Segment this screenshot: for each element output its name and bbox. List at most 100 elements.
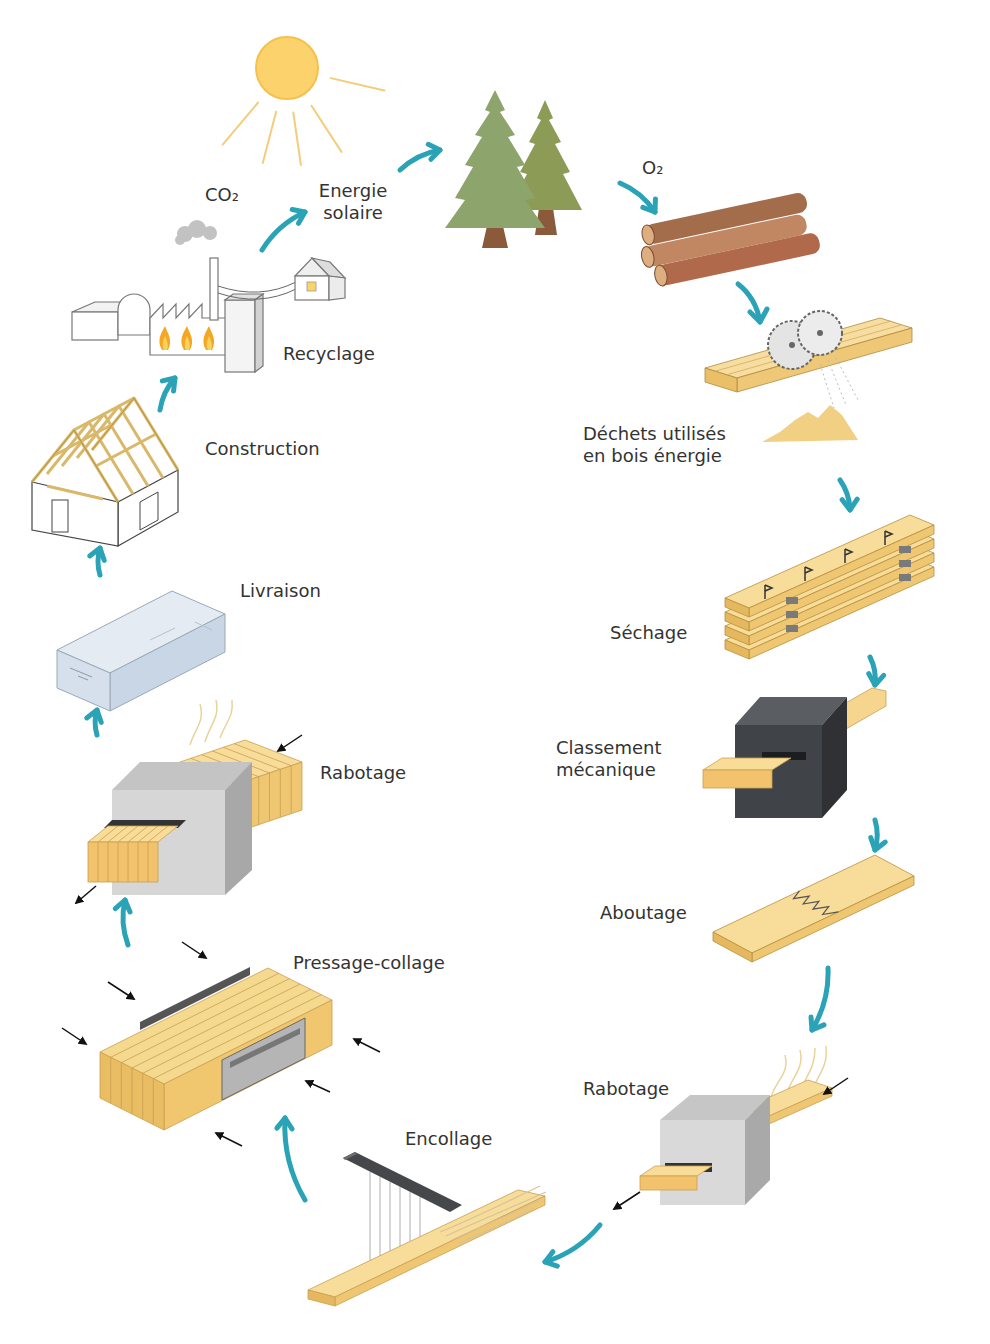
wrapped-package <box>110 614 225 711</box>
planer-machine <box>269 773 270 821</box>
house-frame <box>32 482 118 546</box>
recycling-plant <box>255 294 263 372</box>
arrow-line <box>262 212 305 250</box>
stage-node: Livraison <box>50 575 340 710</box>
arrow-line <box>545 1225 600 1262</box>
finger-joint-board <box>752 876 914 962</box>
drying-stack <box>884 531 886 545</box>
gluing-board <box>308 1152 546 1306</box>
log-pile <box>656 232 822 287</box>
stage-label: Encollage <box>405 1128 515 1150</box>
planer-machine <box>258 777 259 825</box>
gluing-board <box>410 1192 411 1242</box>
stage-label: O₂ <box>642 157 678 179</box>
planer-machine <box>225 762 252 895</box>
drying-stack <box>786 611 798 618</box>
recycling-plant <box>159 326 214 350</box>
house-frame <box>32 398 178 546</box>
planer-machine <box>88 826 178 842</box>
stage-label: Energie solaire <box>308 180 398 224</box>
press-block <box>306 1081 330 1092</box>
planer-machine <box>118 826 138 842</box>
press-block <box>142 1073 143 1119</box>
stage-label: Aboutage <box>600 902 710 924</box>
flow-arrow <box>87 710 101 735</box>
house-frame <box>32 398 178 502</box>
recycling-plant <box>175 220 217 245</box>
press-block <box>111 973 322 1124</box>
flow-arrow <box>620 183 655 212</box>
planer-machine <box>76 700 302 903</box>
sawdust <box>820 364 834 408</box>
gluing-board <box>446 1192 546 1236</box>
house-frame <box>96 434 156 466</box>
arrow-head <box>277 1118 292 1129</box>
drying-stack <box>805 567 812 573</box>
planer-machine <box>98 842 99 882</box>
stage-label: Construction <box>205 438 345 460</box>
stage-node: Energie solaire <box>305 35 400 230</box>
press-block <box>140 967 250 1030</box>
tree-icon <box>445 90 582 248</box>
chemical-label: CO₂ <box>205 184 239 206</box>
saw-blade <box>817 330 823 336</box>
arrow-head <box>869 674 884 685</box>
sawdust <box>820 358 858 408</box>
planer-machine <box>190 700 232 745</box>
house-frame <box>53 424 113 456</box>
planer-machine <box>291 766 292 814</box>
gluing-board <box>400 1187 401 1246</box>
gluing-board <box>308 1190 545 1297</box>
house-frame <box>74 398 134 430</box>
wrapped-package <box>57 591 225 711</box>
drying-stack <box>765 531 892 599</box>
flow-arrow <box>277 1118 305 1200</box>
gluing-board <box>440 1186 546 1244</box>
recycling-plant <box>218 289 296 299</box>
press-block <box>354 1039 380 1052</box>
drying-stack <box>786 625 798 632</box>
gluing-board <box>370 1172 371 1261</box>
arrow-head <box>162 378 175 391</box>
recycling-plant <box>185 336 190 350</box>
log-pile <box>653 264 669 287</box>
wrapped-package <box>70 668 92 680</box>
planer-machine <box>278 735 302 751</box>
planer-machine <box>280 769 281 817</box>
recycling-plant <box>225 300 255 372</box>
flow-arrow <box>90 548 104 575</box>
recycling-plant <box>181 326 192 350</box>
arrow-head <box>115 900 130 912</box>
gluing-board <box>335 1196 545 1306</box>
wrapped-package <box>150 622 212 640</box>
drying-stack <box>844 549 846 563</box>
stage-node: Construction <box>25 410 355 548</box>
recycling-plant <box>163 336 168 350</box>
recycling-plant <box>118 294 150 335</box>
sun-icon <box>256 37 318 99</box>
sun-icon <box>312 106 342 152</box>
finger-joint-board <box>713 855 914 962</box>
press-block <box>108 982 134 999</box>
grading-machine <box>703 758 791 770</box>
recycling-plant <box>295 276 329 300</box>
sun-icon <box>223 37 385 165</box>
planer-machine <box>769 1088 832 1124</box>
press-block <box>132 1068 133 1114</box>
planer-machine <box>205 700 217 742</box>
planer-machine <box>660 1120 745 1205</box>
drying-stack <box>845 549 852 555</box>
saw-blade <box>789 342 795 348</box>
house-frame <box>32 398 178 502</box>
grading-machine <box>822 697 847 818</box>
press-block <box>216 1133 242 1146</box>
recycling-plant <box>163 336 212 350</box>
sawdust <box>762 358 858 442</box>
arrow-head <box>545 1252 557 1266</box>
recycling-plant <box>188 220 206 238</box>
house-frame <box>92 398 178 470</box>
stage-node: Séchage <box>605 510 940 657</box>
planer-machine <box>138 842 139 882</box>
tree-icon <box>445 90 545 228</box>
